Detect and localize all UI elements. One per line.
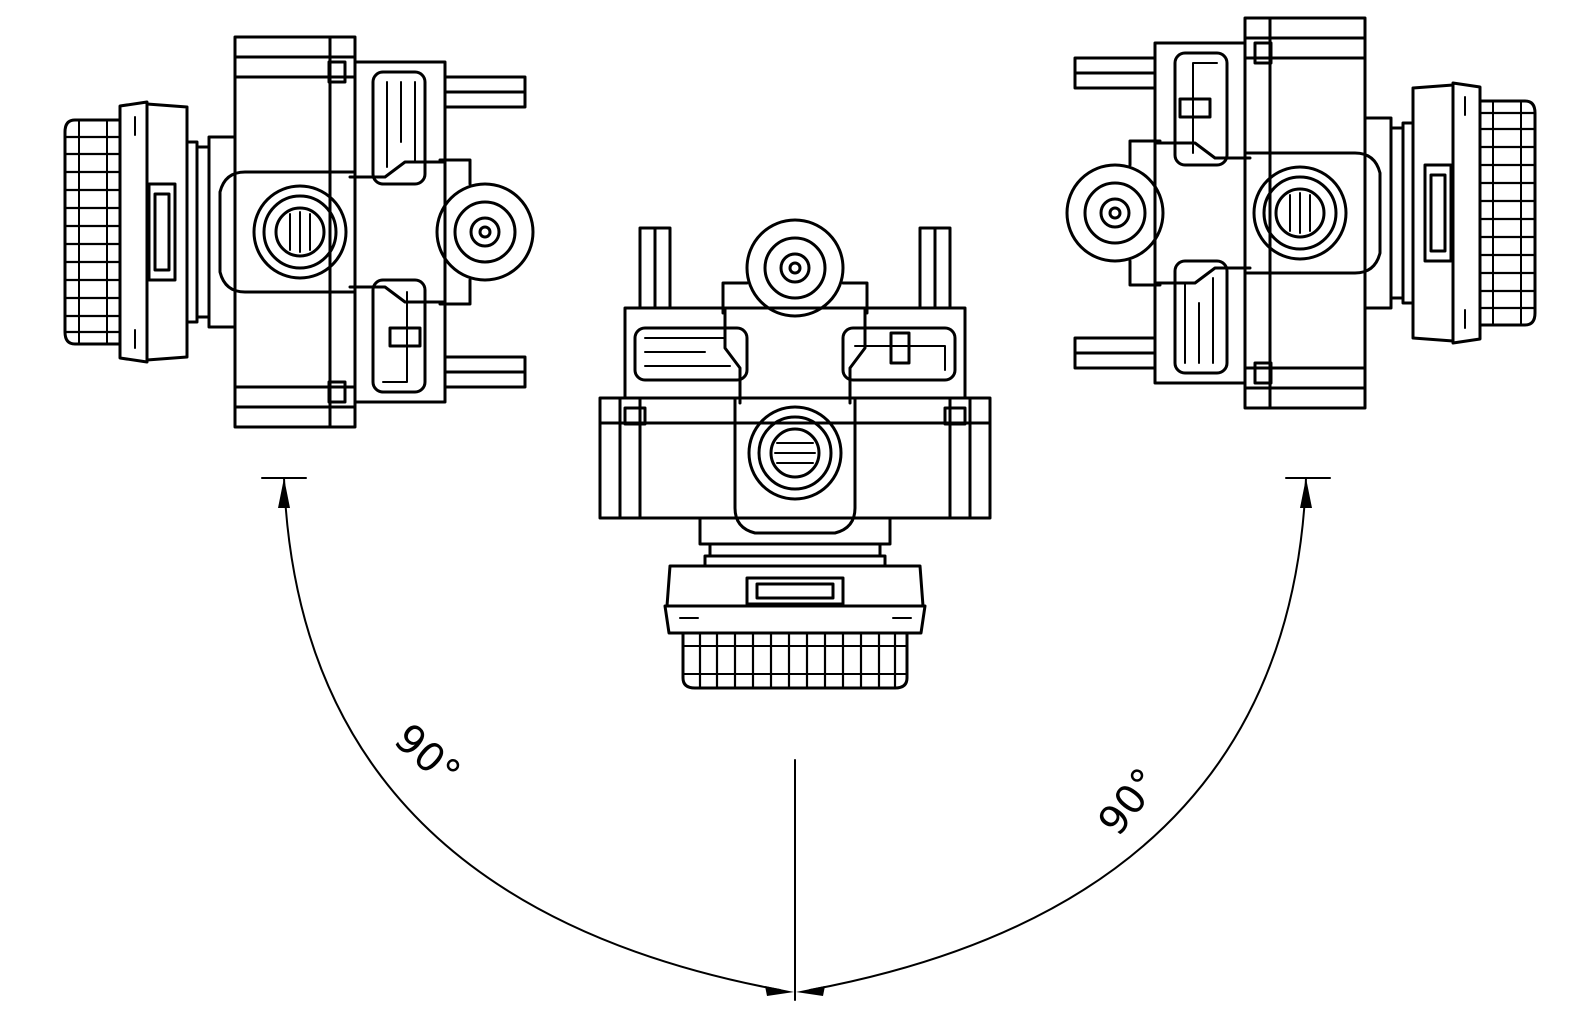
valve-right-rotated-view bbox=[1065, 16, 1537, 410]
valve-front-view bbox=[598, 218, 992, 690]
right-arrowhead-top bbox=[1300, 478, 1312, 508]
right-arrowhead-bottom bbox=[796, 986, 825, 996]
left-arrowhead-top bbox=[278, 478, 290, 508]
valve-left-rotated-view bbox=[63, 35, 535, 429]
left-angle-arc bbox=[283, 477, 781, 991]
left-angle-label: 90° bbox=[385, 715, 468, 797]
left-arrowhead-bottom bbox=[765, 986, 794, 996]
right-angle-label: 90° bbox=[1090, 760, 1170, 844]
right-angle-arc bbox=[809, 477, 1307, 991]
